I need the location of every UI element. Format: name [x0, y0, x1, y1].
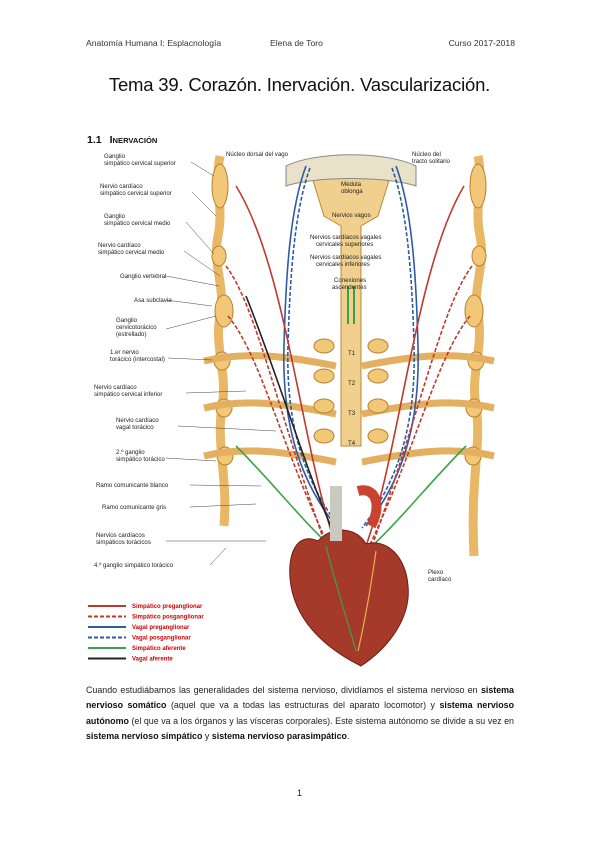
label: cervicales superiores	[316, 241, 373, 248]
left-labels: Ganglio simpático cervical superior Nerv…	[94, 153, 176, 569]
right-labels: Plexo cardíaco	[428, 569, 452, 583]
label: oblonga	[341, 188, 363, 195]
label: simpático cervical inferior	[94, 391, 162, 398]
label: Ramo comunicante blanco	[96, 482, 169, 489]
term-sympathetic: sistema nervioso simpático	[86, 731, 203, 742]
label: Médula	[341, 181, 362, 188]
innervation-illustration: Ganglio simpático cervical superior Nerv…	[88, 151, 495, 667]
label: Ganglio vertebral	[120, 273, 166, 280]
term-autonomic: sistema nervioso autónomo	[86, 700, 514, 726]
label: Nervios vagos	[332, 212, 371, 219]
label: simpático cervical superior	[100, 190, 172, 197]
label: Nervio cardíaco	[116, 417, 159, 424]
section-title: INERVACIÓN	[110, 134, 158, 146]
label: Nervio cardíaco	[94, 384, 137, 391]
section-title-initial: I	[109, 134, 113, 146]
vertebra-label: T2	[348, 380, 356, 387]
vertebra-label: T1	[348, 350, 356, 357]
label: Núcleo del	[412, 151, 441, 158]
label: simpático cervical superior	[104, 160, 176, 167]
left-sympathetic-trunk	[211, 155, 234, 527]
paragraph-text: (aquel que va a todas las estructuras de…	[166, 700, 440, 711]
intro-paragraph: Cuando estudiábamos las generalidades de…	[86, 683, 514, 745]
term-somatic: sistema nervioso somático	[86, 685, 514, 711]
section-title-rest: NERVACIÓN	[112, 136, 158, 145]
label: simpático cervical medio	[104, 220, 171, 227]
page-number: 1	[296, 788, 302, 798]
top-labels: Núcleo dorsal del vago Núcleo del tracto…	[226, 151, 451, 291]
heart	[289, 485, 409, 667]
label: cervicotorácico	[116, 324, 157, 331]
label: Asa subclavia	[134, 297, 172, 304]
label: torácico (intercostal)	[110, 356, 165, 363]
section-number: 1.1	[87, 134, 102, 146]
label: Ganglio	[104, 153, 126, 160]
legend-label: Vagal preganglionar	[132, 625, 190, 631]
label: Plexo	[428, 569, 444, 576]
vertebra-label: T3	[348, 410, 356, 417]
label: 1.er nervio	[110, 349, 139, 356]
paragraph-text: Cuando estudiábamos las generalidades de…	[86, 685, 481, 695]
section-heading: 1.1 INERVACIÓN	[87, 134, 157, 146]
paragraph-text: (el que va a los órganos y las vísceras …	[128, 715, 514, 726]
label: (estrellado)	[116, 331, 146, 338]
paragraph-text: y	[202, 731, 212, 742]
vertebra-labels: T1 T2 T3 T4	[348, 350, 356, 447]
label: Núcleo dorsal del vago	[226, 151, 289, 158]
label: Nervios cardíacos vagales	[310, 254, 381, 261]
label: tracto solitario	[412, 158, 451, 165]
label: simpáticos torácicos	[96, 539, 151, 546]
label: simpático torácico	[116, 456, 165, 463]
anatomy-figure: Ganglio simpático cervical superior Nerv…	[86, 146, 516, 678]
nerve-pathways	[225, 165, 473, 557]
label: Ganglio	[104, 213, 126, 220]
label: cardíaco	[428, 576, 452, 583]
vertebra-label: T4	[348, 440, 356, 447]
legend-label: Simpático posganglionar	[132, 615, 204, 621]
label: Nervio cardíaco	[98, 242, 141, 249]
label: vagal torácico	[116, 424, 154, 431]
label: 2.º ganglio	[116, 449, 145, 456]
leader-lines	[165, 161, 277, 566]
medulla-spinal-cord	[285, 154, 417, 447]
label: Ramo comunicante gris	[102, 504, 166, 511]
spinal-ganglia	[313, 338, 389, 444]
header-course-name: Anatomía Humana I: Esplacnología	[86, 38, 222, 48]
legend-label: Vagal aferente	[132, 657, 173, 663]
page-header: Anatomía Humana I: Esplacnología Elena d…	[86, 38, 515, 52]
label: ascendentes	[332, 284, 367, 291]
term-parasympathetic: sistema nervioso parasimpático	[211, 731, 347, 742]
paragraph-text: .	[346, 731, 350, 742]
page-title: Tema 39. Corazón. Inervación. Vasculariz…	[108, 74, 491, 95]
legend-label: Simpático aferente	[132, 646, 186, 652]
label: simpático cervical medio	[98, 249, 165, 256]
label: Conexiones	[334, 277, 366, 284]
label: Ganglio	[116, 317, 138, 324]
label: Nervios cardíacos	[96, 532, 145, 539]
label: Nervio cardíaco	[100, 183, 143, 190]
label: 4.º ganglio simpático torácico	[94, 562, 174, 569]
header-author: Elena de Toro	[270, 38, 323, 48]
header-course-year: Curso 2017-2018	[448, 38, 515, 48]
legend-label: Vagal posganglionar	[132, 636, 191, 642]
legend-label: Simpático preganglionar	[132, 604, 203, 610]
label: cervicales inferiores	[316, 261, 370, 268]
label: Nervios cardíacos vagales	[310, 234, 381, 241]
